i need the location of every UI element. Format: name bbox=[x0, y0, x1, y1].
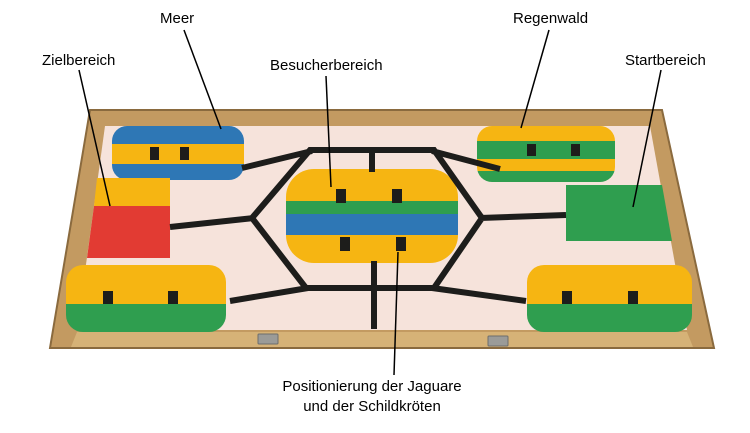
leader-line-regenwald bbox=[520, 29, 550, 129]
stripe bbox=[477, 141, 615, 159]
stripe bbox=[286, 214, 458, 235]
marker-dash bbox=[336, 189, 346, 203]
stripe bbox=[286, 201, 458, 214]
leader-line-zielbereich bbox=[78, 69, 111, 207]
zone-regenwald bbox=[477, 126, 615, 182]
stripe bbox=[286, 169, 458, 201]
zone-besucherbereich bbox=[286, 169, 458, 263]
label-regenwald: Regenwald bbox=[513, 10, 589, 27]
target-square bbox=[87, 206, 170, 258]
wood-frame-front bbox=[71, 332, 693, 347]
zone-bottom-right bbox=[527, 265, 692, 332]
stripe bbox=[477, 159, 615, 171]
zone-zielbereich bbox=[87, 178, 170, 258]
stripe bbox=[286, 235, 458, 263]
stripe bbox=[527, 265, 692, 304]
leader-line-besucherbereich bbox=[325, 75, 332, 188]
zone-startbereich bbox=[566, 185, 672, 241]
leader-line-positionierung bbox=[393, 251, 399, 376]
label-startbereich: Startbereich bbox=[625, 52, 706, 69]
hinge-left bbox=[257, 333, 279, 345]
marker-dash bbox=[103, 291, 113, 304]
zone-meer bbox=[112, 126, 244, 180]
stripe bbox=[477, 171, 615, 182]
course-lines bbox=[169, 147, 567, 329]
marker-dash bbox=[527, 144, 536, 156]
stripe bbox=[112, 144, 244, 164]
stripe bbox=[66, 265, 226, 304]
marker-dash bbox=[396, 237, 406, 251]
label-besucherbereich: Besucherbereich bbox=[270, 57, 383, 74]
marker-dash bbox=[150, 147, 159, 160]
marker-dash bbox=[571, 144, 580, 156]
stripe bbox=[66, 304, 226, 332]
label-positionierung: Positionierung der Jaguare und der Schil… bbox=[282, 378, 462, 415]
marker-dash bbox=[562, 291, 572, 304]
stripe bbox=[94, 178, 170, 206]
leader-line-meer bbox=[183, 29, 222, 130]
stripe bbox=[112, 126, 244, 144]
leader-line-startbereich bbox=[632, 69, 662, 208]
marker-dash bbox=[628, 291, 638, 304]
leader-lines bbox=[78, 29, 662, 376]
label-meer: Meer bbox=[160, 10, 195, 27]
stripe bbox=[477, 126, 615, 141]
stripe bbox=[112, 164, 244, 180]
marker-dash bbox=[340, 237, 350, 251]
marker-dash bbox=[180, 147, 189, 160]
hinge-right bbox=[487, 335, 509, 347]
stripe bbox=[527, 304, 692, 332]
marker-dash bbox=[392, 189, 402, 203]
label-zielbereich: Zielbereich bbox=[42, 52, 116, 69]
marker-dash bbox=[168, 291, 178, 304]
zone-bottom-left bbox=[66, 265, 226, 332]
